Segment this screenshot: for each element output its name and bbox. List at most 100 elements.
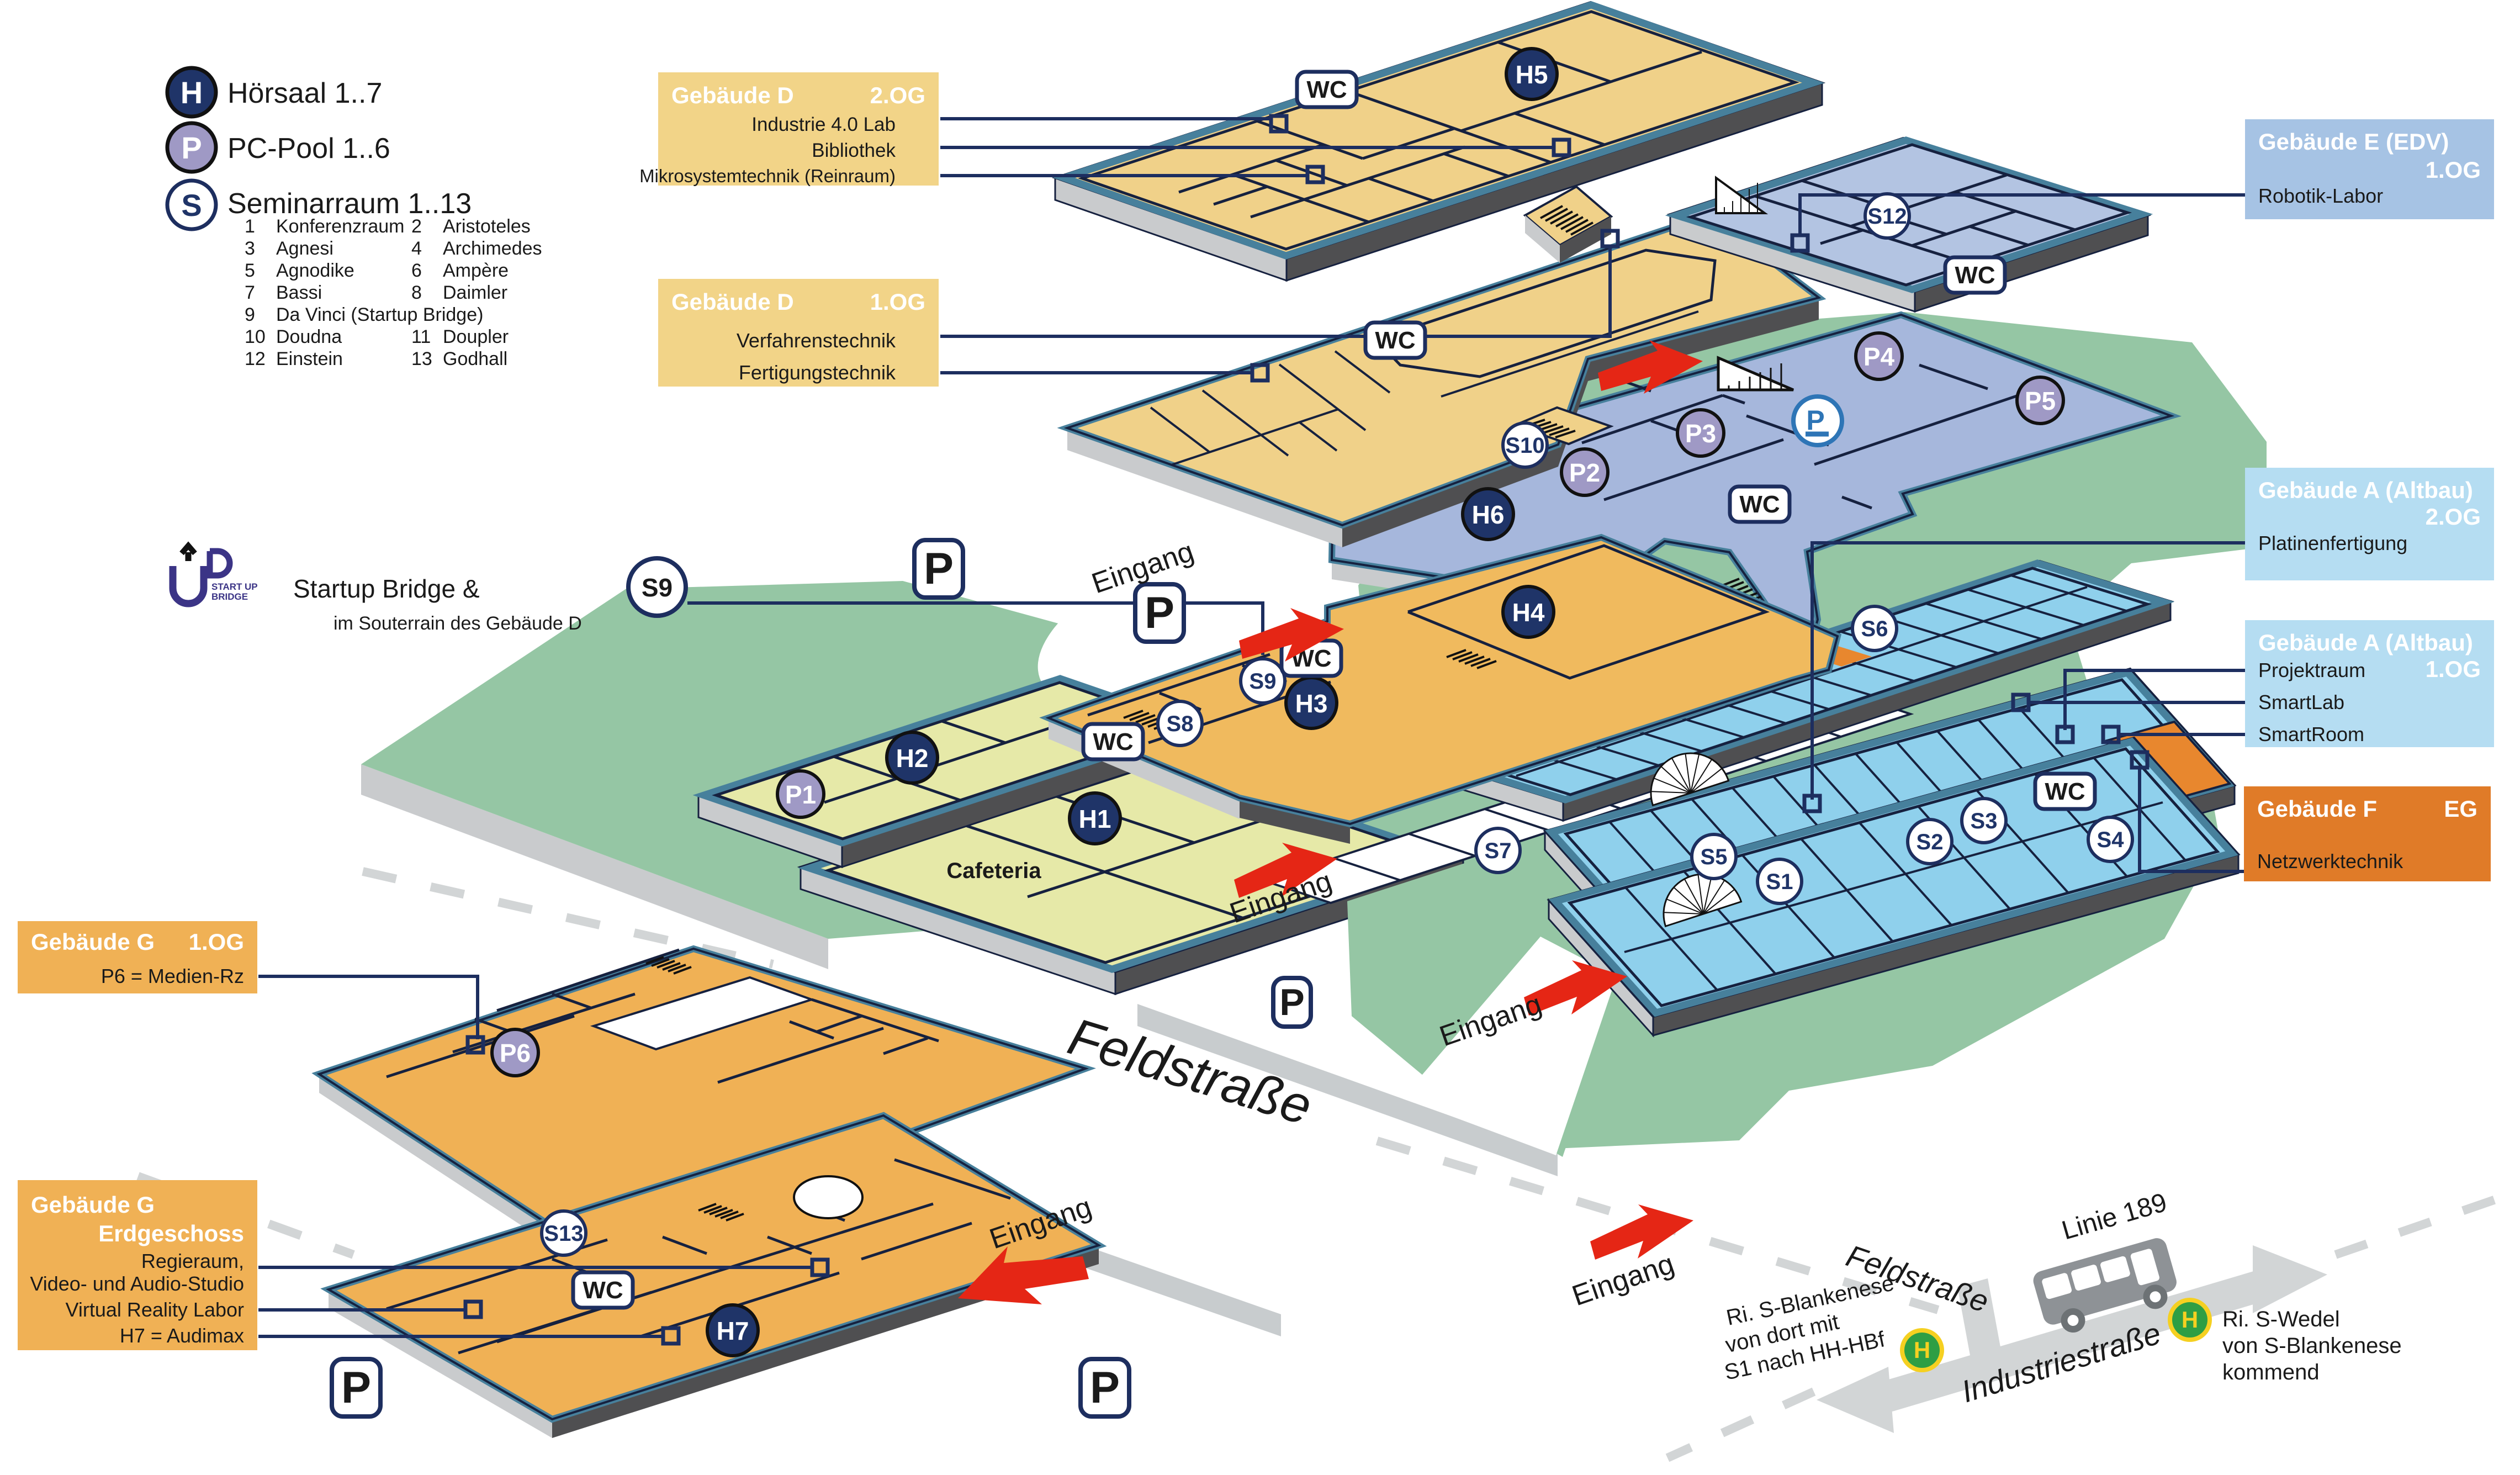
svg-text:Platinenfertigung: Platinenfertigung — [2258, 532, 2407, 554]
svg-text:S10: S10 — [1505, 433, 1544, 458]
svg-text:SmartRoom: SmartRoom — [2258, 723, 2364, 746]
svg-text:P6: P6 — [500, 1039, 531, 1067]
svg-text:Gebäude D: Gebäude D — [671, 289, 794, 315]
svg-text:10: 10 — [245, 326, 266, 347]
svg-text:Virtual Reality Labor: Virtual Reality Labor — [65, 1298, 244, 1321]
svg-text:S8: S8 — [1167, 712, 1194, 736]
svg-text:Verfahrenstechnik: Verfahrenstechnik — [737, 329, 896, 352]
svg-text:Gebäude A (Altbau): Gebäude A (Altbau) — [2258, 477, 2473, 503]
svg-text:WC: WC — [1375, 327, 1415, 354]
svg-text:Bibliothek: Bibliothek — [812, 140, 896, 161]
svg-text:H1: H1 — [1079, 805, 1111, 833]
svg-text:P6 = Medien-Rz: P6 = Medien-Rz — [101, 965, 244, 987]
svg-text:S6: S6 — [1861, 617, 1888, 641]
svg-text:4: 4 — [411, 238, 422, 259]
svg-text:Daimler: Daimler — [443, 282, 507, 303]
svg-text:EG: EG — [2444, 796, 2477, 822]
svg-text:Industrie 4.0 Lab: Industrie 4.0 Lab — [751, 114, 896, 135]
svg-text:Ampère: Ampère — [443, 260, 509, 281]
svg-text:im Souterrain des Gebäude D: im Souterrain des Gebäude D — [333, 613, 582, 634]
svg-text:7: 7 — [245, 282, 255, 303]
svg-text:1.OG: 1.OG — [2426, 157, 2481, 183]
svg-text:S1: S1 — [1766, 870, 1793, 894]
svg-text:3: 3 — [245, 238, 255, 259]
svg-text:PC-Pool 1..6: PC-Pool 1..6 — [227, 133, 390, 165]
svg-text:2.OG: 2.OG — [870, 82, 925, 108]
svg-text:H: H — [1914, 1337, 1930, 1363]
svg-text:Godhall: Godhall — [443, 348, 507, 369]
svg-text:Doudna: Doudna — [276, 326, 342, 347]
svg-text:P: P — [341, 1363, 371, 1413]
svg-text:P: P — [181, 130, 202, 165]
svg-text:11: 11 — [411, 326, 431, 347]
svg-text:8: 8 — [411, 282, 422, 303]
svg-text:2.OG: 2.OG — [2426, 504, 2481, 530]
svg-text:S12: S12 — [1867, 204, 1907, 229]
svg-text:Doupler: Doupler — [443, 326, 509, 347]
svg-text:Konferenzraum: Konferenzraum — [276, 216, 404, 237]
svg-text:Bassi: Bassi — [276, 282, 322, 303]
svg-text:WC: WC — [1955, 262, 1995, 289]
svg-text:Agnodike: Agnodike — [276, 260, 354, 281]
svg-text:Gebäude E (EDV): Gebäude E (EDV) — [2258, 129, 2449, 155]
svg-text:P: P — [1279, 981, 1304, 1023]
svg-text:WC: WC — [2045, 778, 2085, 805]
svg-text:6: 6 — [411, 260, 422, 281]
svg-text:13: 13 — [411, 348, 432, 369]
svg-text:Aristoteles: Aristoteles — [443, 216, 531, 237]
svg-text:Video- und Audio-Studio: Video- und Audio-Studio — [30, 1272, 244, 1295]
svg-text:Robotik-Labor: Robotik-Labor — [2258, 184, 2383, 207]
svg-text:P: P — [1145, 588, 1174, 638]
svg-text:H: H — [2182, 1307, 2198, 1333]
svg-text:Seminarraum 1..13: Seminarraum 1..13 — [227, 188, 472, 220]
svg-text:H5: H5 — [1516, 60, 1548, 89]
svg-text:Hörsaal 1..7: Hörsaal 1..7 — [227, 77, 382, 109]
svg-text:H3: H3 — [1295, 689, 1328, 718]
svg-text:P: P — [1806, 405, 1824, 436]
svg-text:1.OG: 1.OG — [189, 929, 244, 955]
svg-text:H4: H4 — [1512, 598, 1545, 627]
svg-text:Erdgeschoss: Erdgeschoss — [98, 1220, 244, 1246]
svg-text:P2: P2 — [1569, 458, 1600, 487]
svg-text:Cafeteria: Cafeteria — [946, 859, 1041, 883]
svg-text:UP: UP — [245, 581, 258, 592]
svg-text:Agnesi: Agnesi — [276, 238, 333, 259]
svg-text:Gebäude A (Altbau): Gebäude A (Altbau) — [2258, 630, 2473, 655]
svg-text:S: S — [181, 188, 202, 223]
svg-text:SmartLab: SmartLab — [2258, 691, 2344, 713]
svg-text:Ri. S-Wedel: Ri. S-Wedel — [2222, 1307, 2340, 1331]
svg-text:WC: WC — [583, 1277, 623, 1304]
svg-text:BRIDGE: BRIDGE — [211, 591, 248, 602]
svg-text:2: 2 — [411, 216, 422, 237]
svg-text:S5: S5 — [1701, 845, 1728, 869]
svg-text:H: H — [181, 75, 203, 110]
svg-text:Da Vinci (Startup Bridge): Da Vinci (Startup Bridge) — [276, 304, 483, 325]
svg-text:9: 9 — [245, 304, 255, 325]
svg-text:Startup Bridge &: Startup Bridge & — [293, 574, 480, 603]
svg-text:Mikrosystemtechnik (Reinraum): Mikrosystemtechnik (Reinraum) — [639, 166, 896, 186]
svg-text:P: P — [1090, 1363, 1120, 1413]
svg-text:P3: P3 — [1685, 419, 1716, 448]
svg-text:S9: S9 — [1250, 669, 1277, 694]
svg-text:Netzwerktechnik: Netzwerktechnik — [2257, 850, 2403, 873]
svg-text:S9: S9 — [642, 573, 673, 602]
svg-text:Einstein: Einstein — [276, 348, 343, 369]
svg-text:Gebäude F: Gebäude F — [2257, 796, 2377, 822]
svg-text:WC: WC — [1093, 728, 1133, 755]
svg-text:START: START — [211, 581, 242, 592]
svg-text:kommend: kommend — [2222, 1360, 2320, 1384]
svg-text:P: P — [924, 544, 954, 594]
svg-text:Gebäude D: Gebäude D — [671, 82, 794, 108]
svg-text:H7: H7 — [717, 1317, 749, 1345]
svg-text:von S-Blankenese: von S-Blankenese — [2222, 1334, 2402, 1358]
svg-text:Fertigungstechnik: Fertigungstechnik — [739, 361, 896, 384]
svg-text:1.OG: 1.OG — [870, 289, 925, 315]
svg-text:H7 = Audimax: H7 = Audimax — [120, 1324, 244, 1347]
svg-text:Archimedes: Archimedes — [443, 238, 542, 259]
svg-text:S4: S4 — [2097, 828, 2125, 852]
svg-text:Projektraum: Projektraum — [2258, 659, 2365, 681]
svg-text:P4: P4 — [1863, 342, 1895, 371]
svg-text:H6: H6 — [1472, 500, 1505, 529]
svg-text:S13: S13 — [544, 1222, 583, 1246]
svg-text:1.OG: 1.OG — [2426, 656, 2481, 682]
